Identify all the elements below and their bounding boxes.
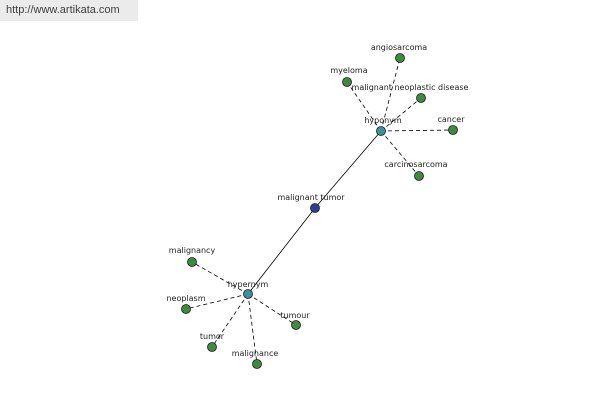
center-node[interactable] (310, 203, 320, 213)
graph-nodes: angiosarcoma myeloma malignant neoplastic … (166, 43, 469, 369)
leaf-node-malignant-neoplastic-disease[interactable] (416, 93, 426, 103)
leaf-node-malignancy-label[interactable]: malignancy (169, 246, 216, 255)
center-node-label[interactable]: malignant tumor (277, 193, 345, 202)
edge-hypernym-to-tumour (247, 293, 297, 326)
leaf-node-angiosarcoma[interactable] (395, 53, 405, 63)
site-url-link[interactable]: http://www.artikata.com (0, 0, 138, 21)
leaf-node-malignance[interactable] (252, 359, 262, 369)
leaf-node-myeloma[interactable] (342, 77, 352, 87)
leaf-node-tumour-label[interactable]: tumour (280, 311, 310, 320)
leaf-node-malignant-neoplastic-disease-label[interactable]: malignant neoplastic disease (352, 83, 469, 92)
leaf-node-angiosarcoma-label[interactable]: angiosarcoma (371, 43, 427, 52)
edge-hypernym-to-malignance (247, 293, 258, 365)
graph-edges (185, 57, 454, 365)
hub-node-hypernym[interactable] (243, 289, 253, 299)
edge-hyponym-to-myeloma (346, 81, 382, 132)
edge-hypernym-to-malignancy (191, 261, 249, 295)
edge-hyponym-to-cancer (380, 129, 454, 132)
hub-node-hypernym-label[interactable]: hypernym (228, 280, 269, 289)
hub-node-hyponym[interactable] (376, 126, 386, 136)
edge-hyponym-to-carcinosarcoma (380, 130, 420, 177)
leaf-node-carcinosarcoma-label[interactable]: carcinosarcoma (384, 160, 447, 169)
edge-center-to-hyponym (314, 130, 382, 209)
edge-hypernym-to-neoplasm (185, 293, 249, 310)
leaf-node-tumor[interactable] (207, 342, 217, 352)
leaf-node-neoplasm-label[interactable]: neoplasm (166, 294, 205, 303)
hub-node-hyponym-label[interactable]: hyponym (364, 116, 402, 125)
leaf-node-myeloma-label[interactable]: myeloma (330, 66, 367, 75)
leaf-node-malignancy[interactable] (187, 257, 197, 267)
edge-center-to-hypernym (247, 207, 316, 295)
leaf-node-cancer[interactable] (448, 125, 458, 135)
leaf-node-carcinosarcoma[interactable] (414, 171, 424, 181)
leaf-node-neoplasm[interactable] (181, 304, 191, 314)
leaf-node-tumour[interactable] (291, 320, 301, 330)
leaf-node-tumor-label[interactable]: tumor (200, 332, 225, 341)
edge-hyponym-to-malignant-neoplastic-disease (380, 97, 422, 132)
edge-hyponym-to-angiosarcoma (380, 57, 401, 132)
edge-hypernym-to-tumor (211, 293, 249, 348)
leaf-node-malignance-label[interactable]: malignance (232, 349, 279, 358)
leaf-node-cancer-label[interactable]: cancer (438, 115, 466, 124)
